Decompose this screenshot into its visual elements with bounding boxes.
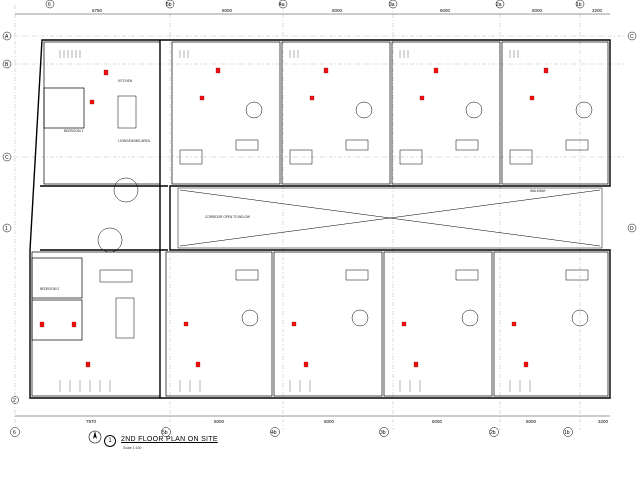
bottom-grid-bubbles [10, 427, 573, 437]
dining-tables [97, 95, 593, 339]
bottom-stair-hatch [59, 380, 531, 392]
top-grid-bubbles [45, 0, 585, 9]
room-label-kitchen: KITCHEN [118, 79, 133, 83]
bottom-units [165, 251, 609, 397]
grid-label-bottom-2b: 2b [490, 430, 496, 436]
grid-label-left-A: A [5, 34, 9, 40]
dim-top-0: 6750 [92, 8, 103, 13]
grid-label-left-C: C [5, 155, 9, 161]
north-arrow-icon [88, 430, 102, 444]
grid-label-bottom-4b: 4b [271, 430, 277, 436]
grid-label-top-1b: 1b [576, 2, 582, 8]
grid-label-top-4a: 4a [279, 2, 285, 8]
grid-label-left-1: 1 [5, 226, 8, 232]
grid-label-bottom-6: 6 [13, 430, 16, 436]
room-label-bedroom1: BEDROOM 1 [64, 129, 83, 133]
top-units [171, 41, 609, 185]
dim-top-1: 6000 [222, 8, 233, 13]
grid-label-right-C: C [630, 34, 634, 40]
room-label-living: LIVING/DINING AREA [118, 139, 151, 143]
dim-bottom-5: 3200 [598, 419, 609, 424]
drawing-scale: Scale 1:100 [123, 446, 142, 450]
left-grid-bubbles [2, 31, 19, 404]
dim-bottom-4: 6000 [526, 419, 537, 424]
room-label-void: CORRIDOR OPEN TO BELOW [205, 215, 250, 219]
top-stair-hatch [59, 50, 519, 58]
grid-label-top-5b: 5b [166, 2, 172, 8]
dim-bottom-2: 6000 [324, 419, 335, 424]
grid-label-bottom-5b: 5b [162, 430, 168, 436]
grid-label-right-D: D [630, 226, 634, 232]
grid-label-top-3a: 3a [389, 2, 395, 8]
open-void-marker [177, 187, 603, 249]
sofas [99, 139, 589, 283]
room-label-walkway: WALKWAY [530, 189, 547, 193]
drawing-title: 2ND FLOOR PLAN ON SITE [121, 436, 218, 443]
grid-label-bottom-3b: 3b [380, 430, 386, 436]
left-wing-rooms [31, 41, 161, 397]
grid-label-left-B: B [5, 62, 9, 68]
right-grid-bubbles [627, 31, 637, 233]
grid-label-bottom-1b: 1b [564, 430, 570, 436]
dim-bottom-3: 6000 [432, 419, 443, 424]
dim-bottom-1: 6000 [214, 419, 225, 424]
dim-top-5: 3200 [592, 8, 603, 13]
grid-lines [5, 5, 625, 430]
building-outline [29, 39, 611, 399]
view-number-bubble: 1 [104, 435, 116, 447]
room-label-bedroom2: BEDROOM 2 [40, 287, 59, 291]
dim-top-4: 6000 [532, 8, 543, 13]
dim-top-2: 6000 [332, 8, 343, 13]
dim-bottom-0: 7970 [86, 419, 97, 424]
grid-label-left-2: 2 [13, 398, 16, 404]
dim-top-3: 6000 [440, 8, 451, 13]
grid-label-top-2a: 2a [496, 2, 502, 8]
grid-label-top-6: 6 [48, 2, 51, 8]
red-fixtures [39, 67, 549, 368]
